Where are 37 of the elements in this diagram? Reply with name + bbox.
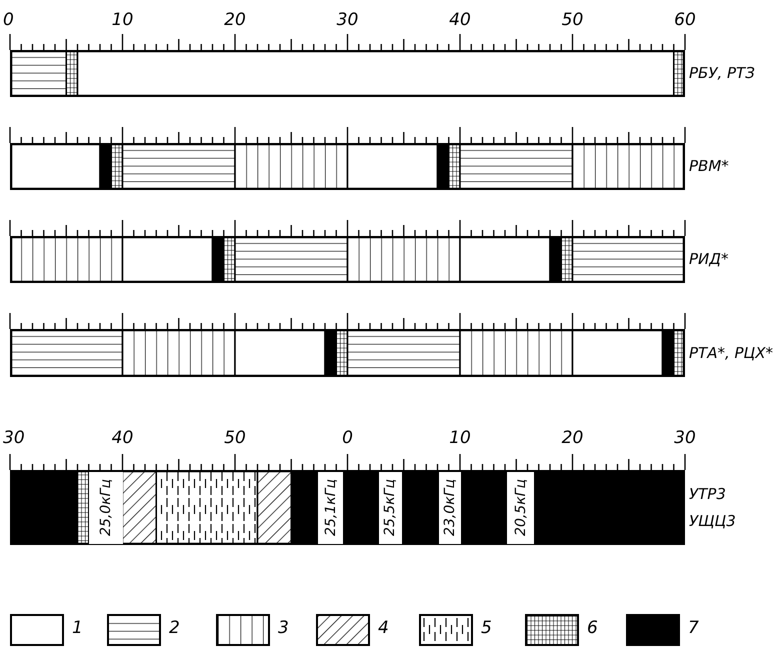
legend-label: 5 (481, 620, 492, 637)
scale-number: 20 (224, 12, 246, 29)
frequency-segment (438, 472, 462, 544)
frequency-label: 25,0кГц (98, 479, 113, 536)
scale-number: 20 (562, 430, 584, 447)
scale-number: 40 (449, 12, 471, 29)
scale-number: 10 (112, 12, 134, 29)
scale-number: 50 (562, 12, 584, 29)
station-callsign: РТА*, РЦХ* (689, 346, 773, 360)
scale-number: 0 (3, 12, 14, 29)
legend-label: 4 (378, 620, 389, 637)
legend-label: 2 (169, 620, 180, 637)
station-callsign: УТР3 (689, 486, 727, 502)
frequency-segment (318, 472, 343, 544)
station-callsign: РВМ* (689, 159, 729, 174)
scale-number: 30 (3, 430, 25, 447)
frequency-label: 25,1кГц (324, 479, 338, 536)
station-callsign: РИД* (689, 252, 728, 267)
scale-number: 10 (449, 430, 471, 447)
scale-number: 30 (674, 430, 696, 447)
legend-label: 7 (688, 620, 699, 637)
scale-number: 0 (342, 430, 353, 447)
station-callsign: РБУ, РТЗ (689, 66, 755, 81)
scale-number: 40 (112, 430, 134, 447)
frequency-segment (379, 472, 402, 544)
scale-number: 50 (224, 430, 246, 447)
frequency-segment (507, 472, 534, 544)
legend-label: 6 (587, 620, 598, 637)
scale-number: 30 (336, 12, 358, 29)
legend-label: 1 (72, 620, 83, 637)
scale-number: 60 (674, 12, 696, 29)
frequency-label: 23,0кГц (442, 479, 457, 536)
frequency-segment (88, 472, 122, 544)
legend-label: 3 (278, 620, 289, 637)
frequency-label: 25,5кГц (383, 479, 398, 536)
frequency-label: 20,5кГц (514, 479, 528, 536)
station-callsign: УЩЦ3 (689, 514, 736, 528)
